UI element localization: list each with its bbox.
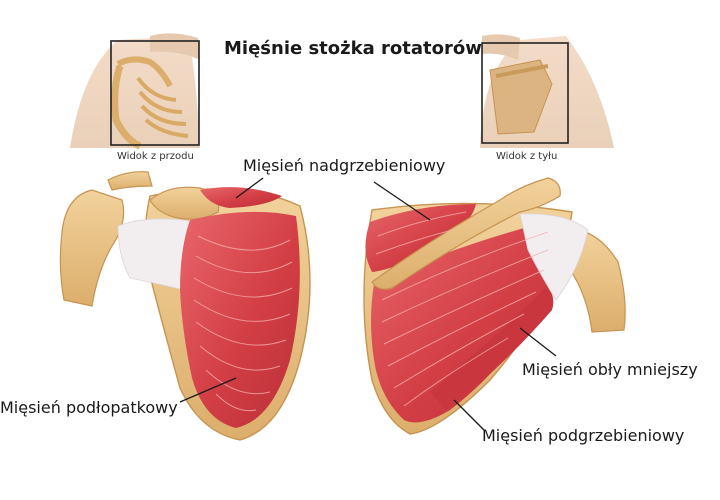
back-neck <box>482 34 520 60</box>
back-supraspinatus <box>365 204 476 272</box>
leader-obly-mniejszy <box>519 327 557 357</box>
label-podgrzebieniowy: Mięsień podgrzebieniowy <box>482 426 685 445</box>
anterior-shoulder <box>59 171 311 441</box>
front-view-caption: Widok z przodu <box>117 151 194 162</box>
label-nadgrzebieniowy: Mięsień nadgrzebieniowy <box>243 156 446 175</box>
page-title: Mięśnie stożka rotatorów <box>224 38 482 59</box>
front-neck <box>150 33 200 60</box>
back-scapula-thumb <box>489 59 553 135</box>
front-view-thumbnail <box>70 33 200 150</box>
front-muscle-fibres <box>193 235 293 412</box>
label-podlopatkowy: Mięsień podłopatkowy <box>0 398 178 417</box>
leader-podlopatkowy <box>179 377 237 403</box>
front-humerus <box>59 189 125 307</box>
back-view-caption: Widok z tyłu <box>496 151 558 162</box>
front-clavicle <box>107 171 153 191</box>
leader-lines <box>179 177 557 431</box>
front-coracoid <box>149 186 220 220</box>
posterior-shoulder <box>363 177 626 435</box>
back-view-thumbnail <box>480 34 614 148</box>
front-clavicle-thumb <box>116 56 173 88</box>
front-ribs-thumb <box>136 76 189 138</box>
back-view-frame <box>481 42 569 144</box>
back-scapular-spine <box>371 177 561 290</box>
leader-nadgrzebieniowy-front <box>235 177 264 199</box>
label-obly-mniejszy: Mięsień obły mniejszy <box>522 360 698 379</box>
front-supraspinatus <box>200 187 282 208</box>
leader-nadgrzebieniowy-back <box>373 181 431 221</box>
leader-podgrzebieniowy <box>453 399 485 431</box>
front-view-frame <box>110 40 200 146</box>
front-humerus-thumb <box>111 64 142 150</box>
back-muscle-fibres <box>375 211 549 407</box>
back-spine-thumb <box>495 64 549 78</box>
